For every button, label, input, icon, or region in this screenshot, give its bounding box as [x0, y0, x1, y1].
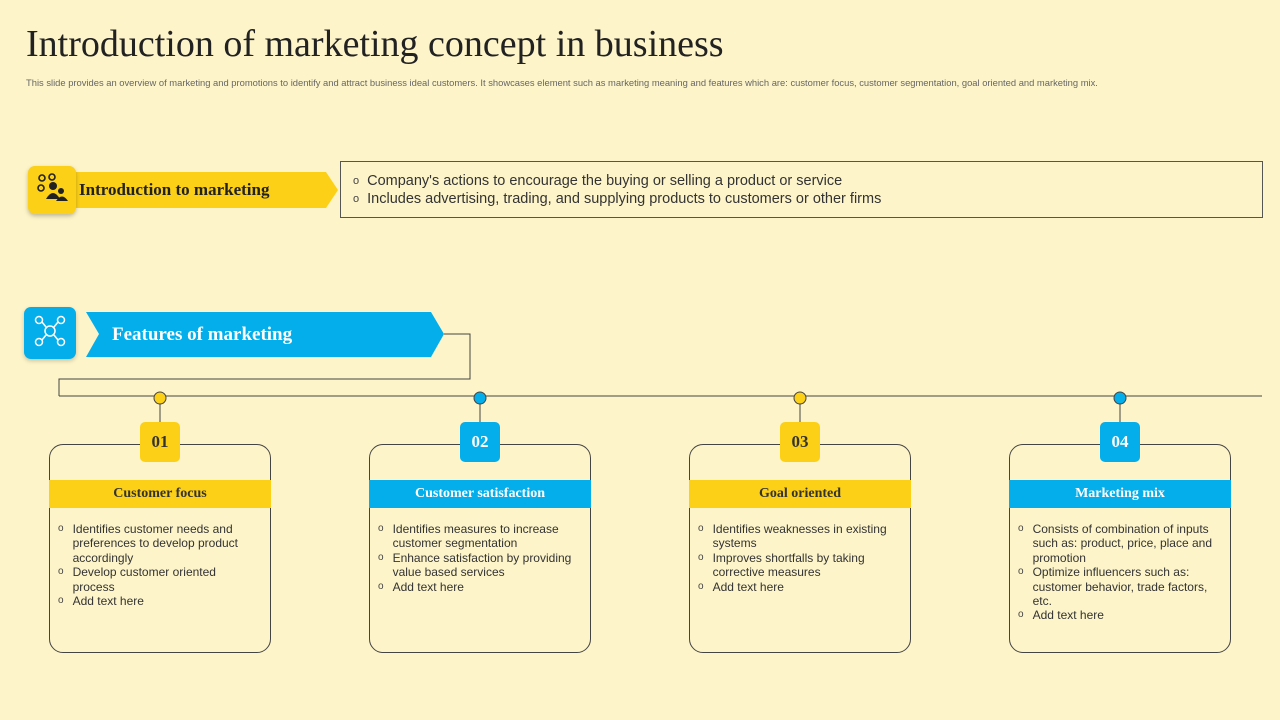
- timeline-dot-3: [793, 391, 807, 405]
- timeline-dot-1: [153, 391, 167, 405]
- intro-banner-arrow: [74, 172, 338, 208]
- page-subtitle: This slide provides an overview of marke…: [26, 77, 1098, 88]
- feature-number-badge: 04: [1100, 422, 1140, 462]
- feature-card-title: Goal oriented: [689, 480, 911, 508]
- feature-number-badge: 01: [140, 422, 180, 462]
- features-connector-line: [58, 333, 471, 396]
- intro-banner-label: Introduction to marketing: [79, 180, 270, 199]
- features-icon-box: [24, 307, 76, 359]
- timeline-dot-4: [1113, 391, 1127, 405]
- intro-icon-box: [28, 166, 76, 214]
- workflow-diagram-icon: [33, 314, 67, 353]
- feature-card-title: Marketing mix: [1009, 480, 1231, 508]
- feature-number-badge: 02: [460, 422, 500, 462]
- timeline-dot-2: [473, 391, 487, 405]
- feature-number-badge: 03: [780, 422, 820, 462]
- people-network-icon: [36, 172, 68, 208]
- features-banner-label: Features of marketing: [112, 324, 293, 345]
- feature-card-title: Customer satisfaction: [369, 480, 591, 508]
- feature-card-title: Customer focus: [49, 480, 271, 508]
- features-banner-arrow: [86, 312, 444, 357]
- page-title: Introduction of marketing concept in bus…: [26, 23, 724, 65]
